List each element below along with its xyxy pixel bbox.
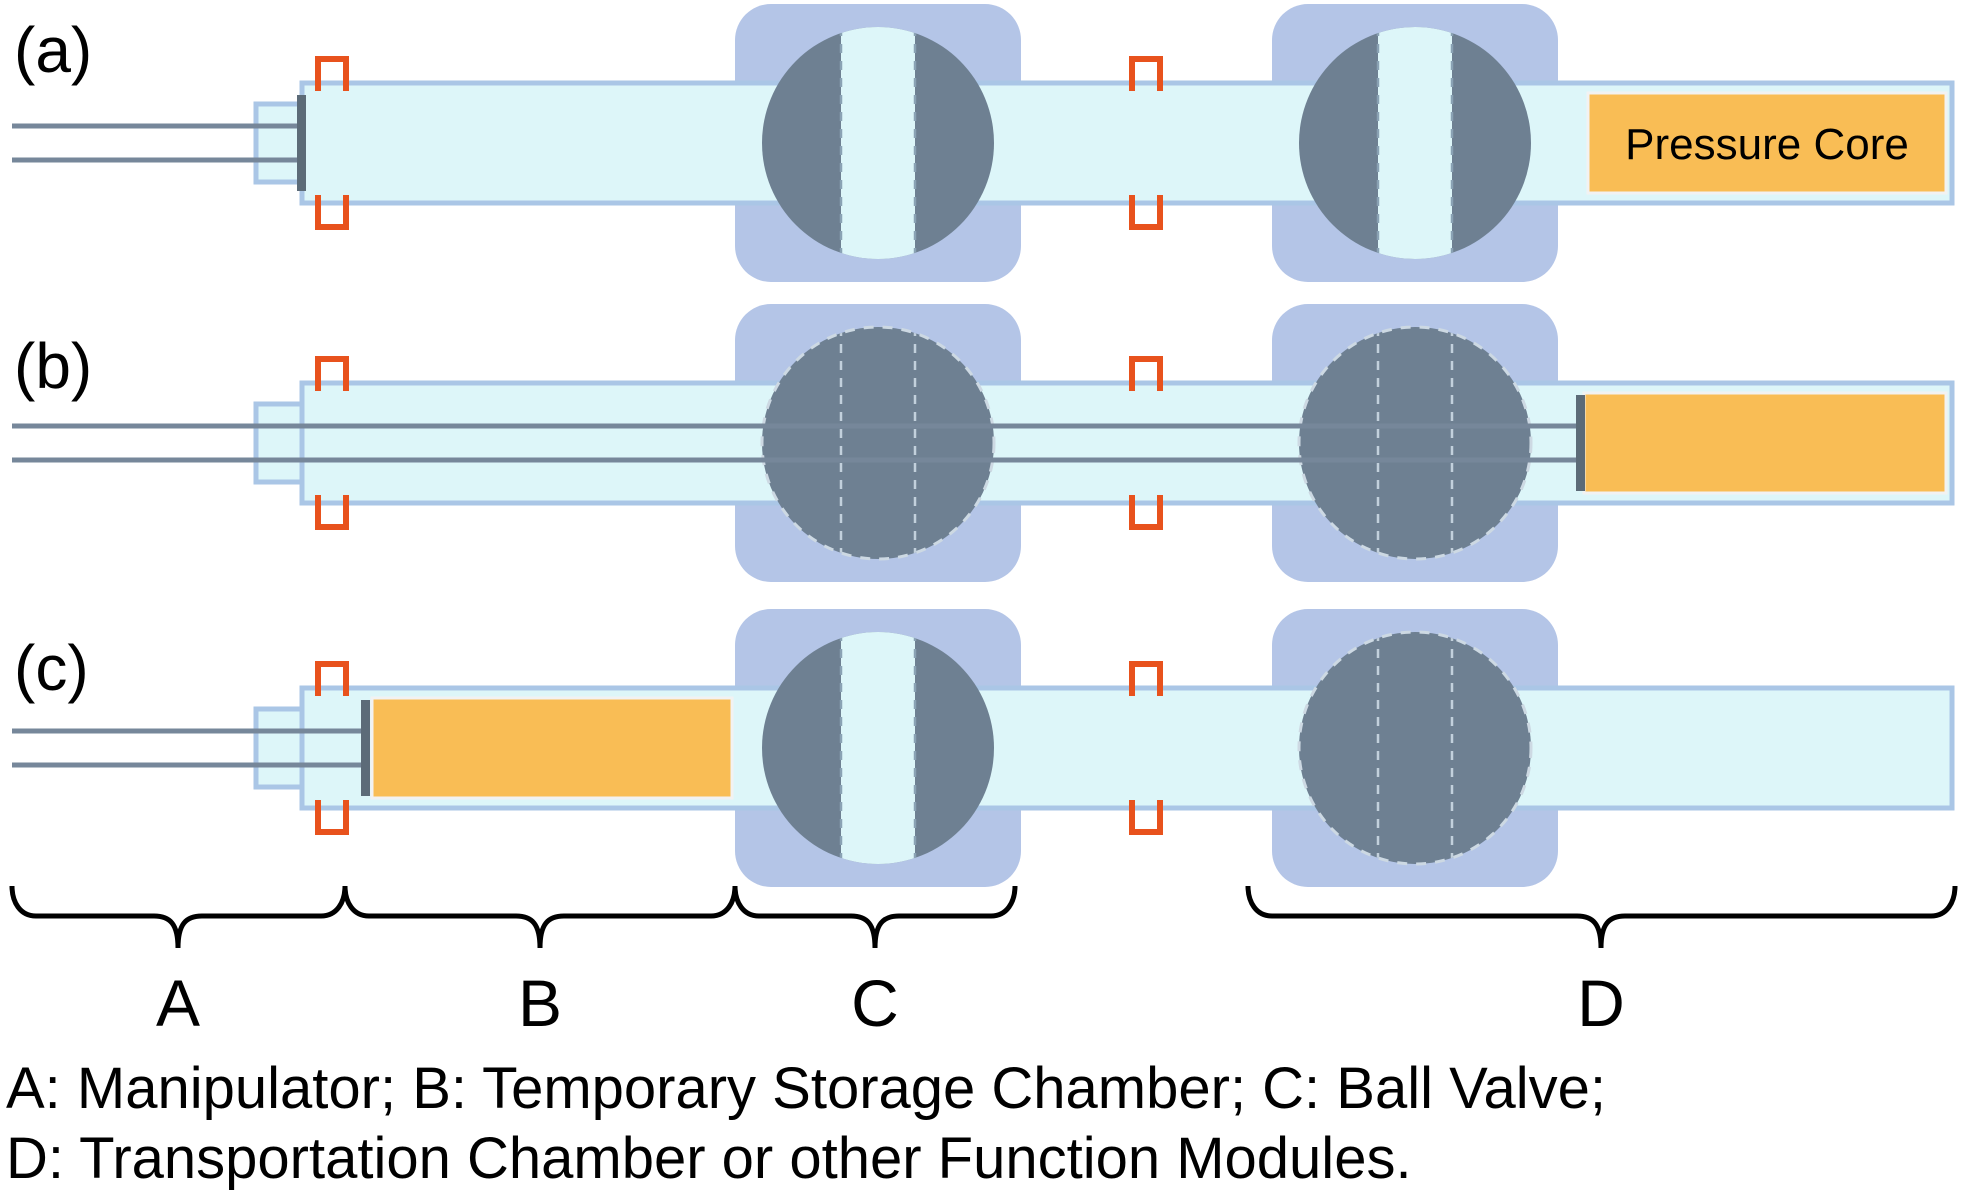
- manipulator-rod: [12, 95, 306, 191]
- valve-channel: [1378, 27, 1452, 259]
- piston-plate: [361, 700, 370, 796]
- manipulator-gland: [253, 706, 309, 790]
- panel-b-label: (b): [14, 330, 92, 402]
- manipulator-gland: [253, 401, 309, 485]
- pressure-core: [1582, 391, 1948, 495]
- valve-channel: [841, 27, 915, 259]
- piston-plate: [1576, 395, 1585, 491]
- ball-valve-open: [762, 327, 994, 559]
- ball-valve-open: [1299, 632, 1531, 864]
- manipulator-rod: [12, 395, 1585, 491]
- panel-a-label: (a): [14, 14, 92, 86]
- brace-B: [342, 885, 738, 949]
- pressure-core: [1586, 91, 1948, 195]
- brace-C: [732, 885, 1018, 949]
- clamp-icon: [315, 661, 1163, 835]
- caption-line-1: A: Manipulator; B: Temporary Storage Cha…: [6, 1056, 1606, 1121]
- ball-valve-open: [1299, 327, 1531, 559]
- brace-D: [1245, 885, 1958, 949]
- region-label-A: A: [156, 966, 200, 1040]
- manipulator-rod: [12, 700, 370, 796]
- figure-caption: A: Manipulator; B: Temporary Storage Cha…: [6, 1056, 1606, 1191]
- region-braces: A B C D: [9, 885, 1958, 1040]
- pressure-core: [370, 696, 734, 800]
- panel-b: (b): [12, 304, 1955, 582]
- clamp-icon: [315, 56, 1163, 230]
- piston-plate: [297, 95, 306, 191]
- panel-a: Pressure Core (a): [12, 4, 1955, 282]
- region-label-B: B: [518, 966, 562, 1040]
- brace-A: [9, 885, 348, 949]
- panel-c-label: (c): [14, 632, 89, 704]
- valve-channel: [841, 632, 915, 864]
- panel-c: (c): [12, 609, 1955, 887]
- region-label-C: C: [851, 966, 899, 1040]
- clamp-icon: [315, 356, 1163, 530]
- pressure-core-label: Pressure Core: [1625, 120, 1909, 169]
- region-label-D: D: [1577, 966, 1625, 1040]
- caption-line-2: D: Transportation Chamber or other Funct…: [6, 1126, 1412, 1191]
